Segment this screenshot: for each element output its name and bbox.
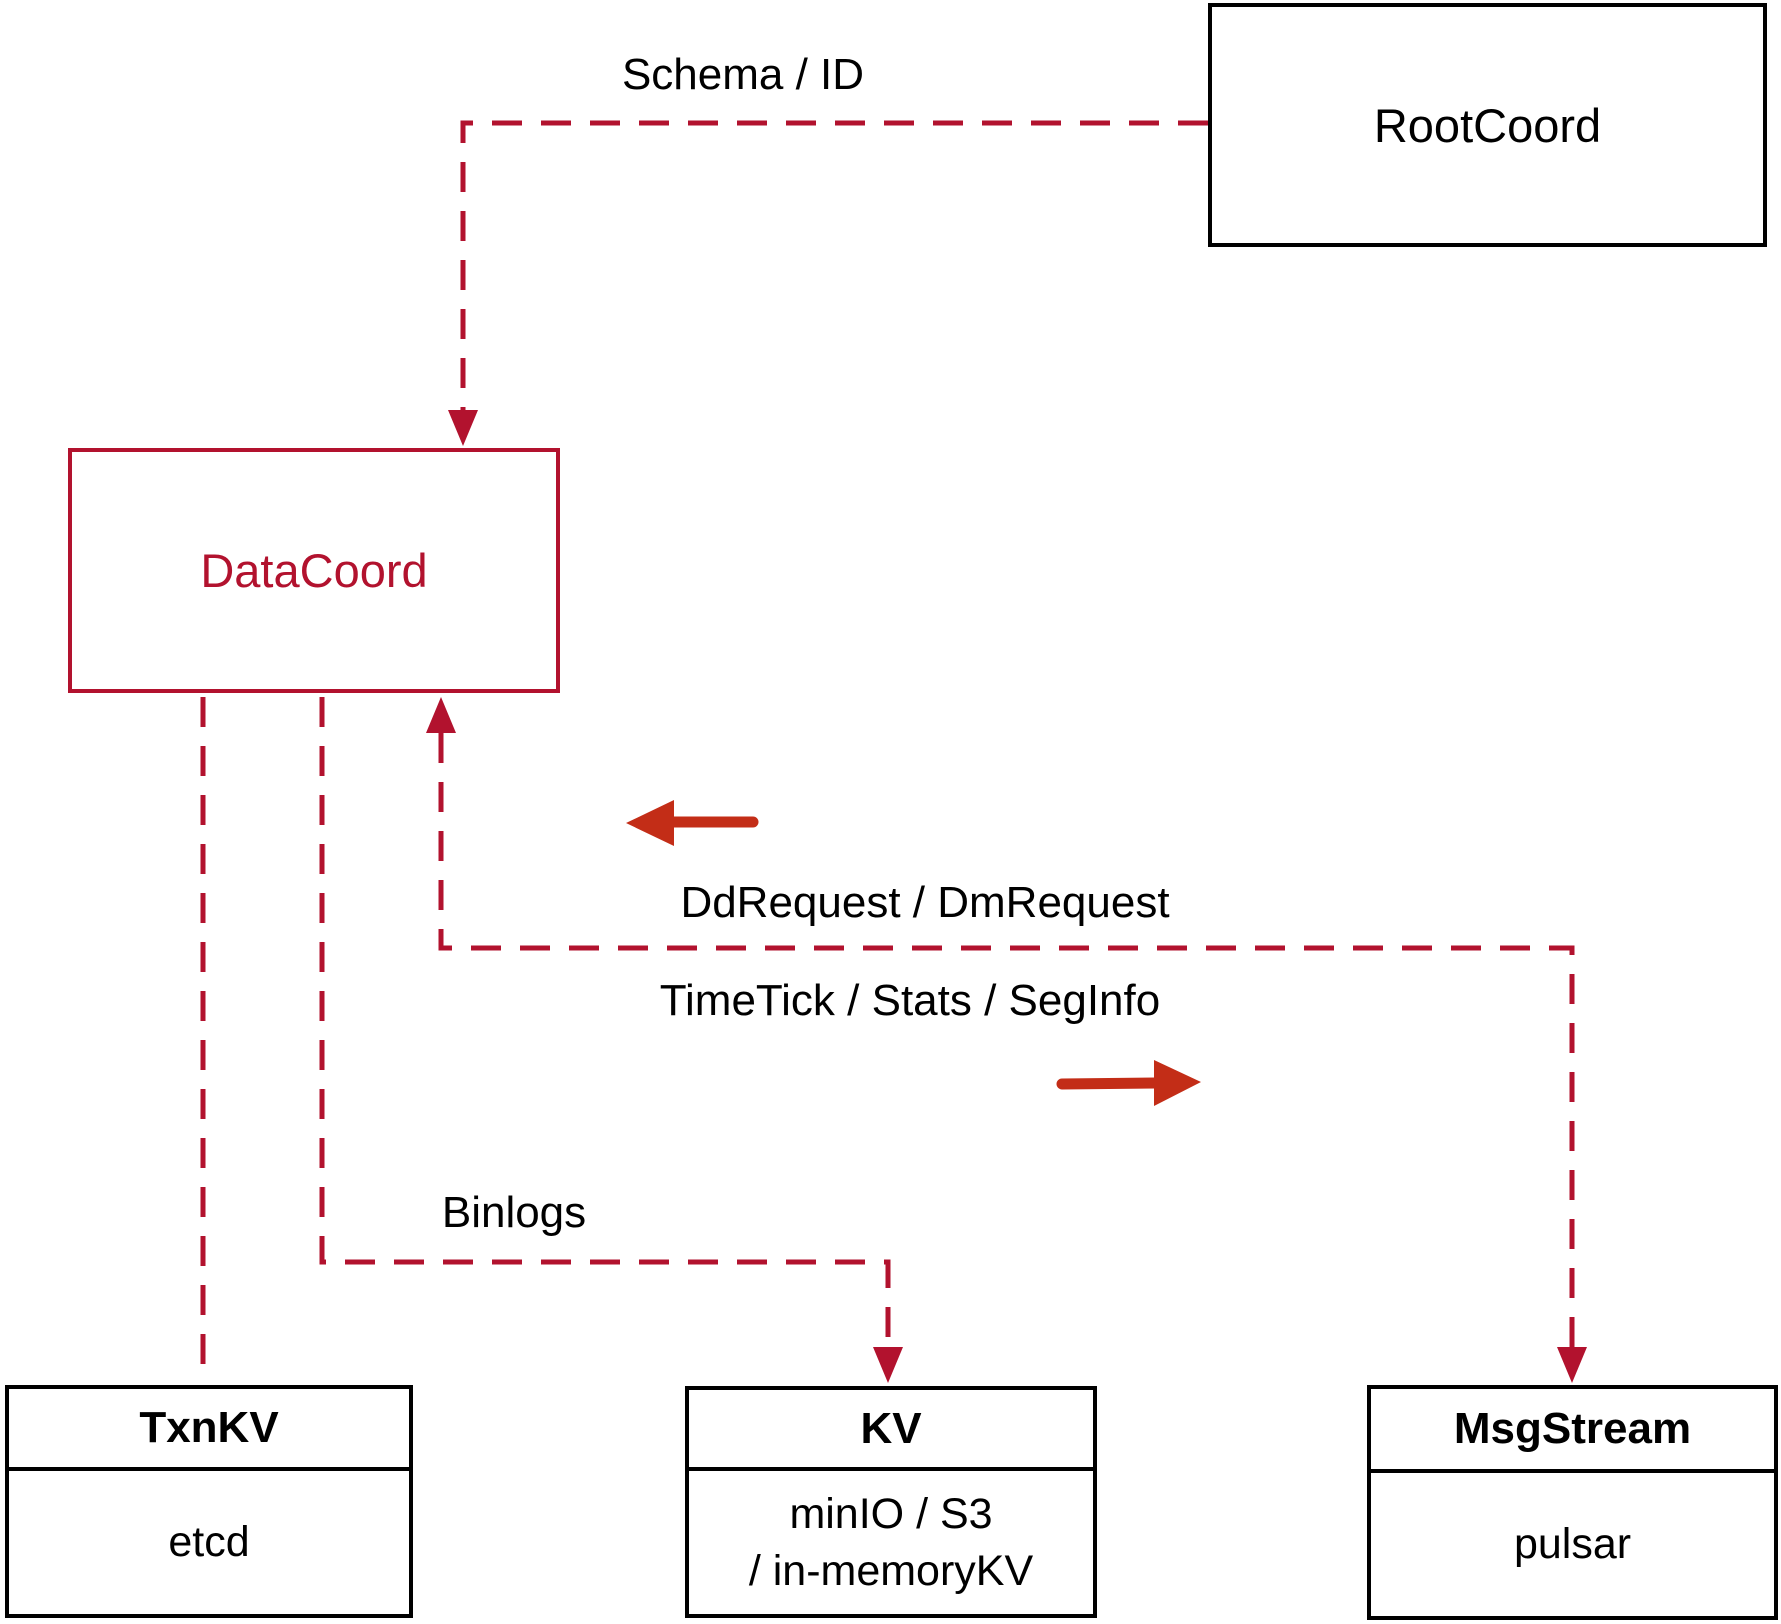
right-flow-arrow-icon — [1056, 1060, 1201, 1106]
node-kv-subtitle-line1: minIO / S3 — [789, 1489, 993, 1538]
edge-label-dd-dm-request: DdRequest / DmRequest — [680, 878, 1170, 927]
node-msgstream-title: MsgStream — [1371, 1389, 1774, 1473]
node-kv-title: KV — [689, 1390, 1093, 1471]
edge-label-binlogs: Binlogs — [441, 1188, 587, 1237]
timetick-arrowhead-icon — [1557, 1347, 1587, 1383]
binlogs-connector — [319, 697, 891, 1347]
node-kv: KV minIO / S3 / in-memoryKV — [685, 1386, 1097, 1618]
node-msgstream: MsgStream pulsar — [1367, 1385, 1778, 1620]
edge-label-timetick-stats-seginfo: TimeTick / Stats / SegInfo — [659, 976, 1161, 1025]
msgstream-connector — [438, 733, 1575, 1347]
node-datacoord: DataCoord — [68, 448, 560, 693]
ddrequest-arrowhead-icon — [426, 697, 456, 733]
node-msgstream-subtitle: pulsar — [1513, 1520, 1632, 1568]
node-txnkv: TxnKV etcd — [5, 1385, 413, 1618]
edge-label-schema-id: Schema / ID — [621, 50, 865, 99]
left-flow-arrow-icon — [626, 800, 759, 846]
node-datacoord-label: DataCoord — [200, 544, 428, 597]
node-kv-subtitle-line2: / in-memoryKV — [748, 1546, 1034, 1595]
node-rootcoord-label: RootCoord — [1373, 98, 1602, 152]
node-txnkv-title: TxnKV — [9, 1389, 409, 1471]
schema-id-connector — [460, 120, 1208, 410]
binlogs-arrowhead-icon — [873, 1347, 903, 1383]
node-rootcoord: RootCoord — [1208, 3, 1767, 247]
node-txnkv-subtitle: etcd — [168, 1518, 250, 1566]
schema-id-arrowhead-icon — [448, 410, 478, 446]
